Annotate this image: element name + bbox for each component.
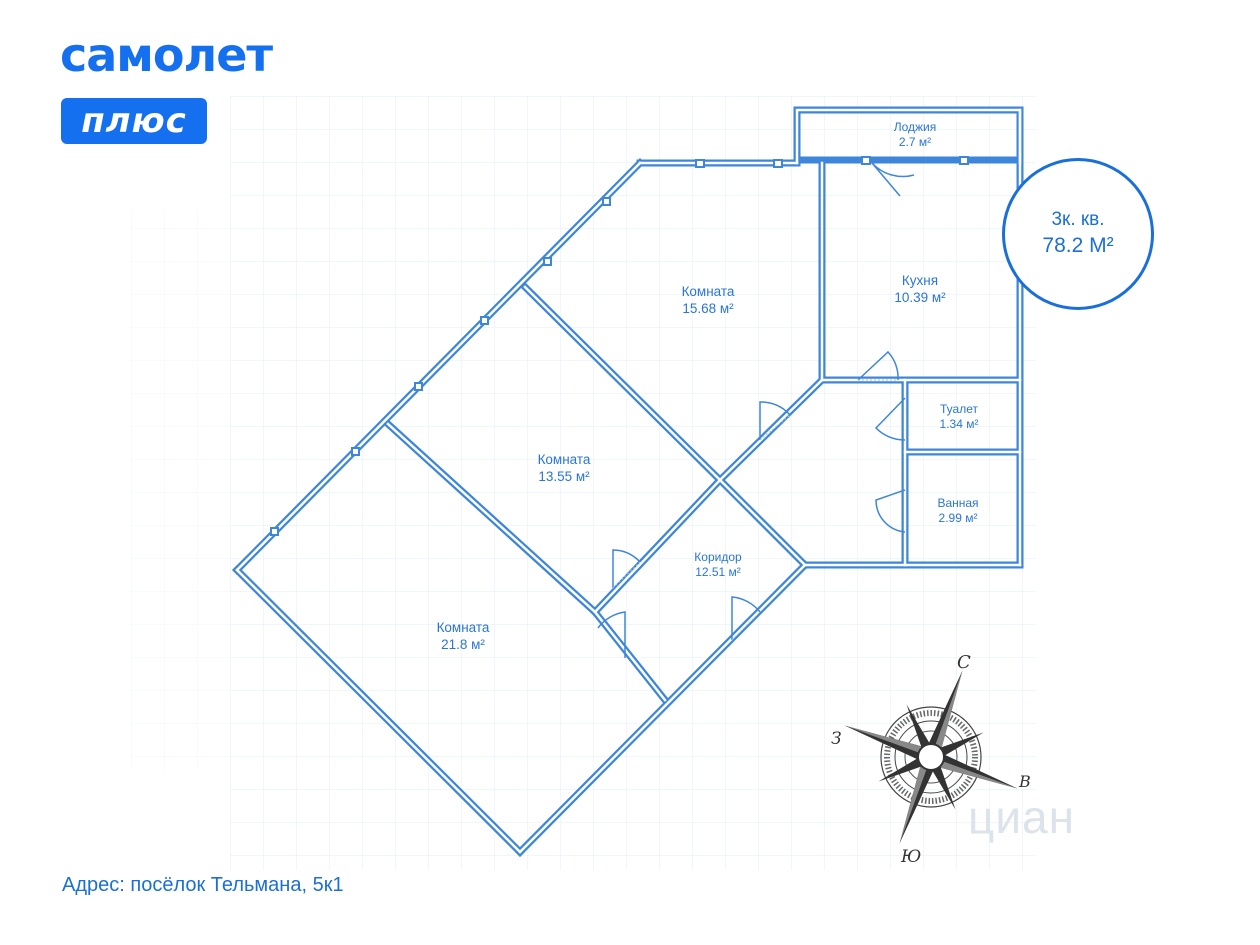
brand-wordmark: самолет (60, 28, 273, 82)
compass-south: Ю (900, 847, 921, 867)
compass-east: В (1018, 772, 1031, 791)
room-name: Лоджия (893, 120, 937, 134)
apartment-badge: 3к. кв. 78.2 М² (1002, 158, 1154, 310)
room-name: Туалет (940, 402, 978, 416)
apartment-area: 78.2 М² (1042, 234, 1114, 257)
room-kitchen: Кухня 10.39 м² (894, 272, 945, 306)
room-name: Комната (537, 452, 591, 467)
room-name: Кухня (901, 273, 939, 288)
room-area: 21.8 м² (441, 637, 485, 652)
room-name: Комната (681, 284, 735, 299)
room-area: 10.39 м² (894, 290, 946, 305)
room-loggia: Лоджия 2.7 м² (894, 120, 937, 150)
address: Адрес: посёлок Тельмана, 5к1 (62, 874, 344, 896)
room-3: Комната 21.8 м² (437, 619, 490, 653)
compass-north: С (957, 652, 971, 673)
room-area: 15.68 м² (682, 301, 734, 316)
room-area: 13.55 м² (538, 469, 590, 484)
compass-rose-icon: С В Ю З (831, 652, 1031, 867)
room-area: 1.34 м² (939, 417, 979, 431)
room-corridor: Коридор 12.51 м² (694, 550, 741, 580)
room-toilet: Туалет 1.34 м² (940, 402, 979, 432)
room-bathroom: Ванная 2.99 м² (937, 496, 978, 526)
room-name: Комната (436, 620, 490, 635)
apartment-type: 3к. кв. (1051, 209, 1105, 230)
watermark: циан (968, 791, 1076, 843)
room-2: Комната 13.55 м² (538, 451, 591, 485)
brand-badge-text: плюс (81, 101, 187, 141)
room-name: Коридор (694, 550, 742, 564)
compass-west: З (831, 729, 842, 749)
room-area: 2.99 м² (938, 511, 978, 525)
room-name: Ванная (937, 496, 979, 510)
room-1: Комната 15.68 м² (682, 283, 735, 317)
room-area: 2.7 м² (898, 135, 932, 149)
brand-badge: плюс (61, 98, 207, 144)
room-area: 12.51 м² (695, 565, 741, 579)
